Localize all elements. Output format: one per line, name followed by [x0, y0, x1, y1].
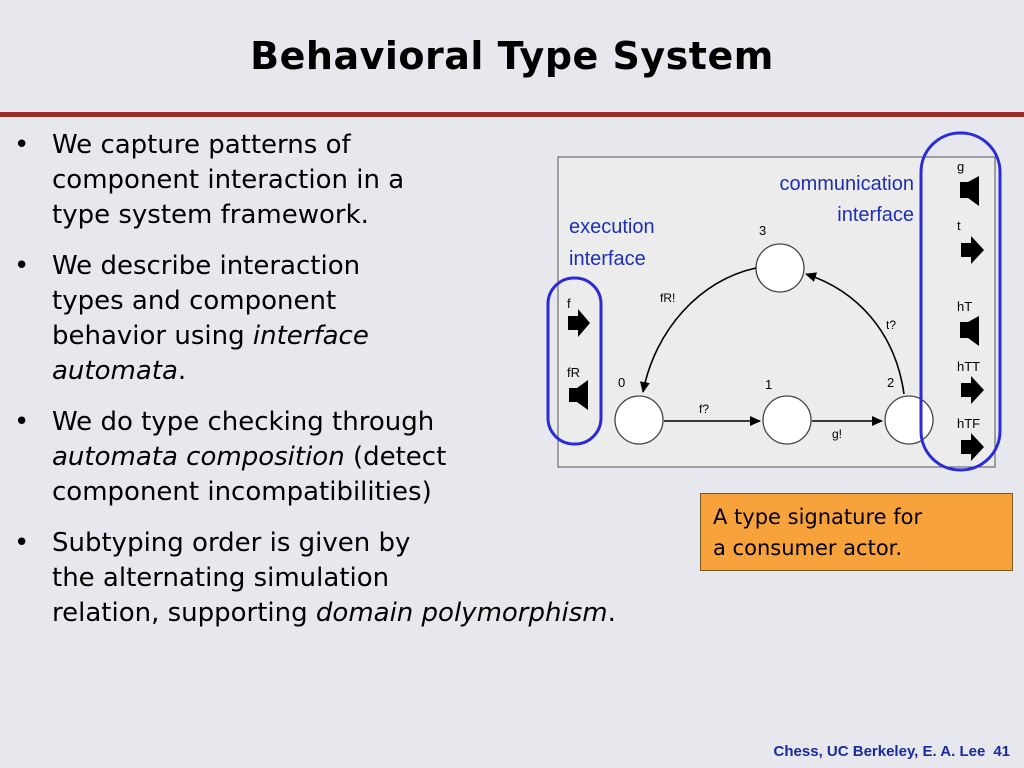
output-port-g-icon [960, 176, 979, 206]
bullet-marker: • [14, 407, 30, 437]
slide-footer: Chess, UC Berkeley, E. A. Lee 41 [774, 743, 1010, 760]
bullet-marker: • [14, 528, 30, 558]
bullet-text-line: behavior using interface [52, 319, 714, 354]
state-label: 1 [765, 377, 772, 392]
state-3 [755, 243, 805, 293]
bullet-text-line: the alternating simulation [52, 563, 390, 593]
bullet-text-plain: behavior using [52, 321, 253, 351]
type-signature-callout: A type signature for a consumer actor. [700, 493, 1013, 571]
bullet-text-line: component incompatibilities) [52, 477, 432, 507]
state-label: 2 [887, 375, 894, 390]
communication-label: interface [837, 204, 914, 226]
bullet-item: • We capture patterns of component inter… [14, 128, 714, 233]
callout-line: A type signature for [713, 505, 923, 529]
output-port-t-icon [961, 236, 984, 264]
communication-label: communication [779, 173, 914, 195]
bullet-list: • We capture patterns of component inter… [14, 128, 714, 647]
bullet-text-line: Subtyping order is given by [52, 528, 411, 558]
bullet-item: • We describe interaction types and comp… [14, 249, 714, 389]
port-label: hTF [957, 416, 980, 431]
bullet-text-line: component interaction in a [52, 165, 405, 195]
state-label: 3 [759, 223, 766, 238]
bullet-text-line: automata composition (detect [52, 440, 714, 475]
bullet-text-line: automata. [52, 354, 714, 389]
bullet-text-line: type system framework. [52, 200, 369, 230]
bullet-marker: • [14, 130, 30, 160]
output-port-hTT-icon [961, 376, 984, 404]
bullet-text-line: types and component [52, 286, 337, 316]
port-label: t [957, 218, 961, 233]
bullet-text-italic: interface [252, 321, 369, 351]
output-port-hTF-icon [961, 433, 984, 461]
communication-interface-highlight [919, 131, 1002, 472]
bullet-text-line: relation, supporting domain polymorphism… [52, 596, 714, 631]
port-label: g [957, 159, 964, 174]
bullet-text-italic: automata composition [52, 442, 345, 472]
bullet-item: • Subtyping order is given by the altern… [14, 526, 714, 631]
state-2 [884, 395, 934, 445]
bullet-text-italic: domain polymorphism [315, 598, 608, 628]
callout-line: a consumer actor. [713, 536, 903, 560]
transition-label: g! [832, 427, 842, 441]
output-port-hT-icon [960, 316, 979, 346]
bullet-marker: • [14, 251, 30, 281]
page-number: 41 [993, 743, 1010, 760]
bullet-text-plain: . [177, 356, 187, 386]
bullet-text-line: We describe interaction [52, 251, 361, 281]
transition-2-to-3 [805, 272, 905, 395]
bullet-text-line: We do type checking through [52, 407, 435, 437]
bullet-item: • We do type checking through automata c… [14, 405, 714, 510]
transition-label: t? [886, 318, 896, 332]
slide-title: Behavioral Type System [250, 34, 774, 78]
bullet-text-plain: . [607, 598, 616, 628]
state-1 [762, 395, 812, 445]
footer-credit: Chess, UC Berkeley, E. A. Lee [773, 743, 986, 760]
bullet-text-line: We capture patterns of [52, 130, 351, 160]
bullet-text-italic: automata [52, 356, 178, 386]
bullet-text-plain: relation, supporting [52, 598, 316, 628]
port-label: hTT [957, 359, 980, 374]
port-label: hT [957, 299, 972, 314]
bullet-text-plain: (detect [344, 442, 447, 472]
title-divider [0, 112, 1024, 117]
